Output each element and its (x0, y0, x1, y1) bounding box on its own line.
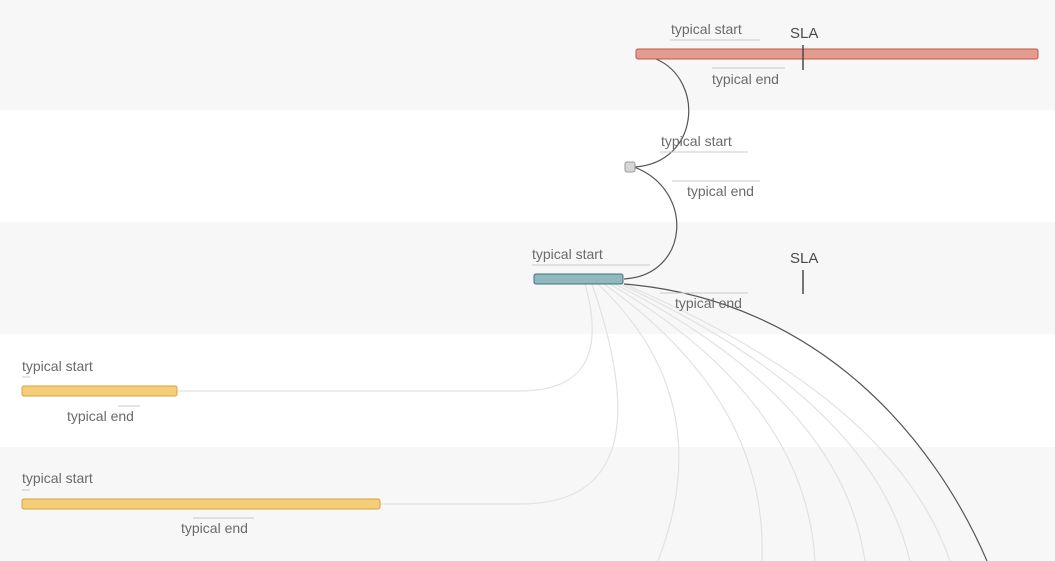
task-bar[interactable] (533, 273, 624, 285)
task-row-1[interactable]: typical start typical end SLA (635, 21, 1039, 87)
connector-row-1-to-row-2 (633, 58, 690, 168)
task-row-5[interactable]: typical start typical end (21, 470, 381, 536)
typical-end-label: typical end (687, 183, 754, 199)
task-bar[interactable] (624, 161, 636, 173)
task-bar[interactable] (635, 48, 1039, 60)
task-row-2[interactable]: typical start typical end (624, 133, 760, 199)
task-bar[interactable] (21, 385, 178, 397)
typical-start-label: typical start (661, 133, 732, 149)
typical-start-label: typical start (671, 21, 742, 37)
connector-offscreen-6 (623, 283, 951, 561)
connector-to-row-5 (380, 283, 619, 505)
connector-to-row-4 (178, 283, 593, 392)
typical-end-label: typical end (712, 71, 779, 87)
task-row-4[interactable]: typical start typical end (21, 358, 178, 424)
typical-start-label: typical start (532, 246, 603, 262)
typical-end-label: typical end (675, 295, 742, 311)
downstream-connectors (178, 283, 951, 561)
row-band-2 (0, 110, 1055, 222)
typical-end-label: typical end (181, 520, 248, 536)
sla-label: SLA (790, 250, 818, 267)
connector-row-3-downstream (623, 283, 988, 561)
critical-path-connectors (623, 58, 988, 561)
connector-offscreen-3 (609, 283, 816, 561)
typical-end-label: typical end (67, 408, 134, 424)
typical-start-label: typical start (22, 470, 93, 486)
typical-start-label: typical start (22, 358, 93, 374)
row-band-3 (0, 222, 1055, 334)
connector-offscreen-4 (614, 283, 866, 561)
task-row-3[interactable]: typical start typical end SLA (532, 246, 818, 311)
sla-label: SLA (790, 25, 818, 42)
task-bar[interactable] (21, 498, 381, 510)
connector-offscreen-2 (603, 283, 763, 561)
connector-offscreen-1 (597, 283, 680, 561)
connector-row-2-to-row-3 (623, 166, 678, 280)
connector-offscreen-5 (619, 283, 911, 561)
